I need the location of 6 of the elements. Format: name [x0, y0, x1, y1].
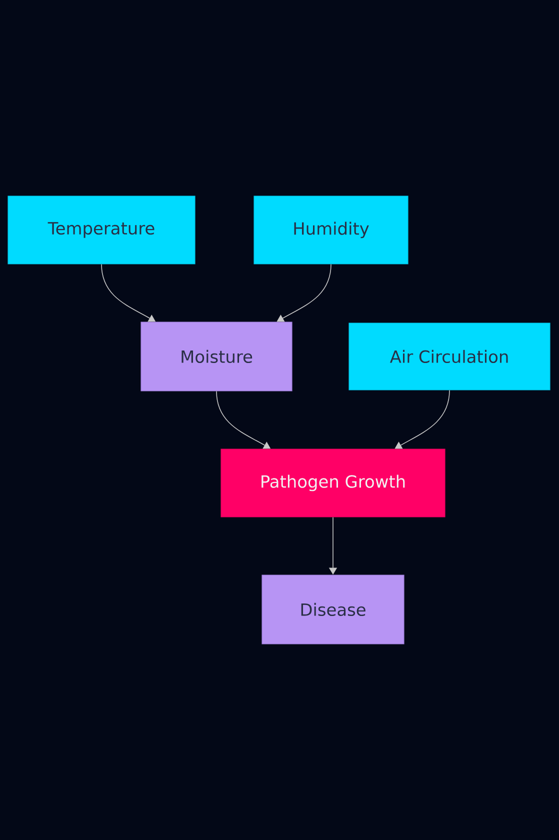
process-box: Temperature [8, 196, 196, 264]
process-box: Moisture [140, 322, 292, 392]
process-box: Humidity [254, 196, 408, 264]
process-box: Disease [262, 574, 404, 644]
process-box: Air Circulation [348, 322, 550, 390]
process-box: Pathogen Growth [220, 448, 446, 518]
